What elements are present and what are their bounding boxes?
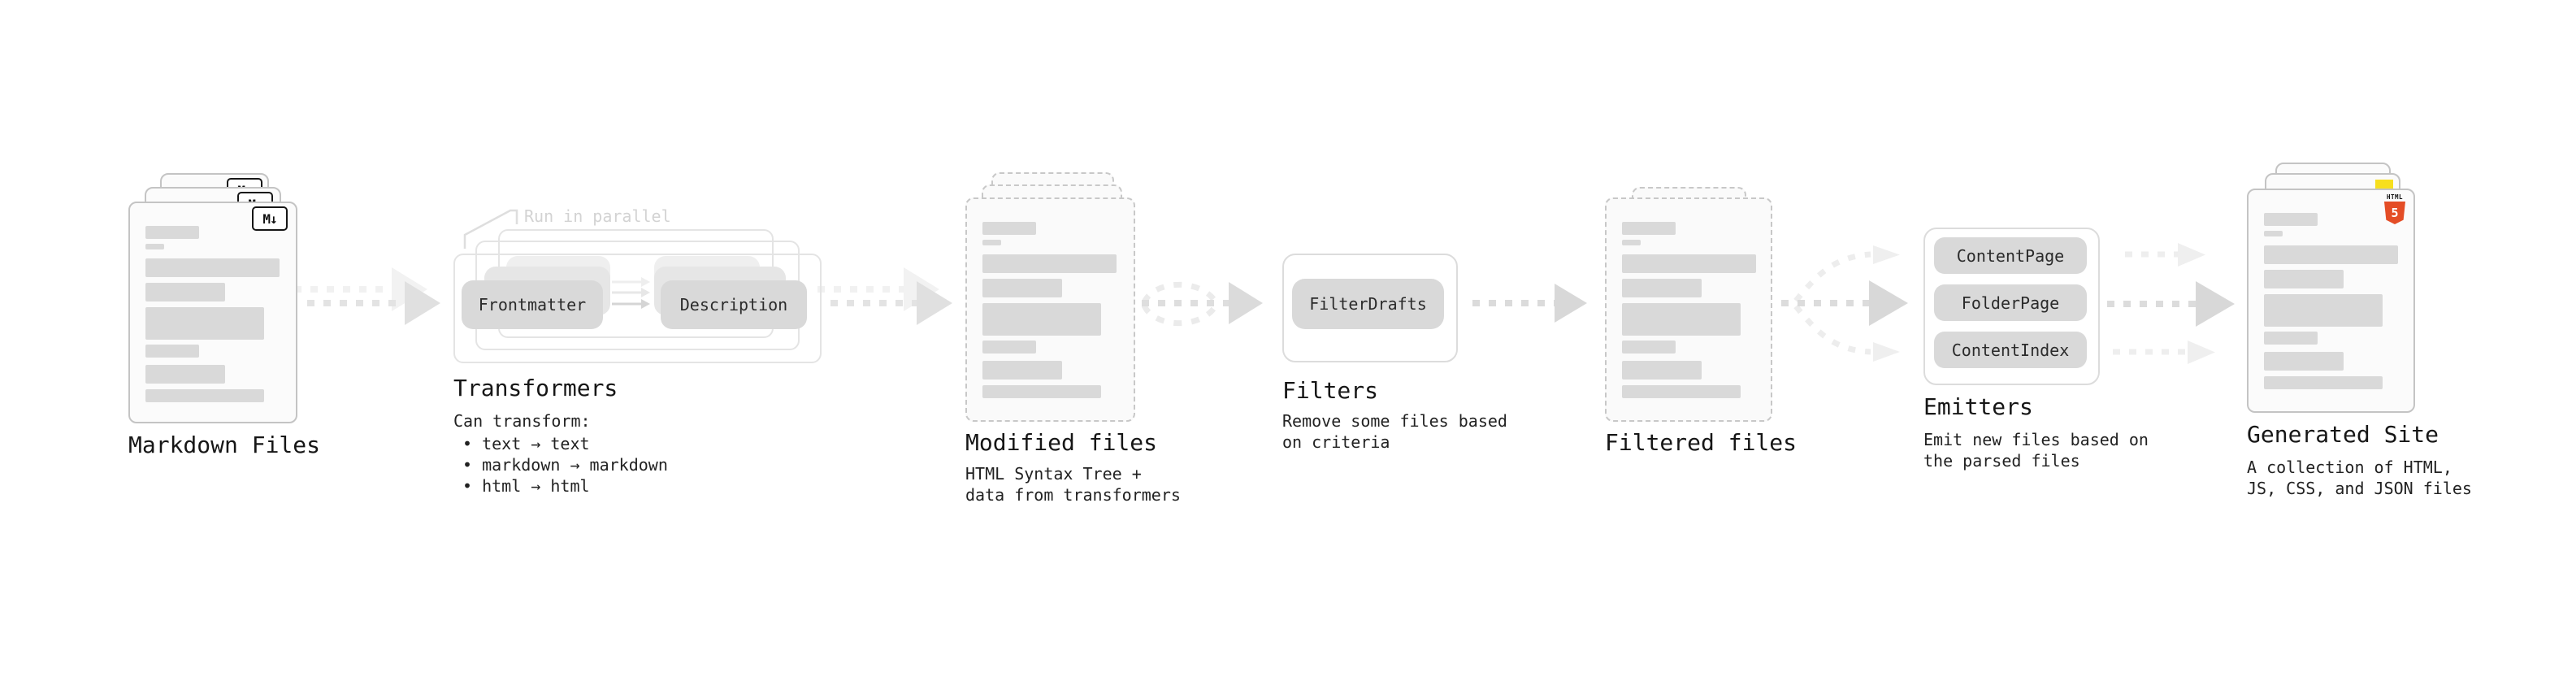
skeleton-line (145, 258, 280, 277)
skeleton-line (2264, 332, 2318, 345)
skeleton-line (982, 240, 1001, 245)
skeleton-line (982, 361, 1062, 380)
file-card-dashed (1605, 197, 1772, 422)
markdown-icon: M↓ (252, 206, 288, 231)
parallel-frame (453, 254, 822, 363)
node-label-modified-files: Modified files (965, 429, 1158, 456)
skeleton-line (145, 307, 264, 340)
arrow-filters-to-filtered (1472, 284, 1587, 323)
filter-pill-filterdrafts: FilterDrafts (1292, 279, 1444, 329)
skeleton-line (1622, 222, 1676, 235)
file-card: M↓ (128, 202, 297, 423)
skeleton-line (2264, 294, 2383, 327)
skeleton-line (145, 244, 164, 249)
node-desc-generated-site: A collection of HTML, JS, CSS, and JSON … (2247, 458, 2472, 498)
skeleton-line (1622, 254, 1756, 273)
bullet-item: • text → text (462, 434, 590, 453)
node-label-generated-site: Generated Site (2247, 421, 2439, 448)
skeleton-line (1622, 385, 1741, 398)
skeleton-line (145, 345, 199, 358)
arrows-emitters-to-generated (2107, 243, 2235, 364)
node-label-filtered-files: Filtered files (1605, 429, 1798, 456)
arrow-markdown-to-transformers (294, 267, 440, 325)
node-desc-filters: Remove some files based on criteria (1282, 411, 1507, 452)
skeleton-line (1622, 240, 1641, 245)
file-card-dashed (965, 197, 1135, 422)
node-label-transformers: Transformers (453, 375, 618, 401)
skeleton-text (982, 222, 1117, 398)
html5-icon: HTML 5 (2383, 194, 2406, 224)
annotation-leader-line (463, 209, 518, 249)
arrow-transformers-to-modified (817, 267, 952, 325)
skeleton-line (982, 254, 1117, 273)
emitter-pill-folderpage: FolderPage (1934, 284, 2087, 321)
skeleton-line (1622, 361, 1702, 380)
node-label-emitters: Emitters (1923, 393, 2033, 420)
skeleton-line (982, 303, 1101, 336)
node-label-markdown-files: Markdown Files (128, 432, 321, 458)
skeleton-line (145, 283, 225, 301)
run-in-parallel-annotation: Run in parallel (524, 206, 671, 226)
skeleton-line (145, 389, 264, 402)
bullet-item: • markdown → markdown (462, 455, 668, 475)
transform-bullet-list: • text → text • markdown → markdown • ht… (462, 433, 668, 497)
html5-icon-word: HTML (2386, 193, 2404, 201)
bullet-item: • html → html (462, 476, 590, 496)
skeleton-line (2264, 352, 2344, 371)
skeleton-line (2264, 376, 2383, 389)
file-card: HTML 5 (2247, 189, 2415, 413)
skeleton-text (145, 226, 280, 402)
node-desc-transformers-title: Can transform: (453, 411, 591, 431)
transformer-pill-description: Description (661, 280, 807, 329)
skeleton-text (2264, 213, 2398, 389)
node-desc-modified-files: HTML Syntax Tree + data from transformer… (965, 464, 1181, 505)
emitter-pill-contentpage: ContentPage (1934, 237, 2087, 274)
skeleton-line (2264, 213, 2318, 226)
transformer-inner-arrows (612, 277, 650, 309)
emitter-pill-contentindex: ContentIndex (1934, 332, 2087, 368)
js-icon (2375, 180, 2393, 189)
skeleton-line (1622, 303, 1741, 336)
arrow-filtered-to-emitters-fanout (1781, 245, 1908, 362)
transformer-pill-frontmatter: Frontmatter (462, 280, 603, 329)
skeleton-line (982, 222, 1036, 235)
skeleton-line (145, 226, 199, 239)
skeleton-line (2264, 231, 2283, 236)
skeleton-line (2264, 245, 2398, 264)
skeleton-line (145, 365, 225, 384)
skeleton-line (982, 340, 1036, 354)
skeleton-text (1622, 222, 1756, 398)
node-desc-emitters: Emit new files based on the parsed files (1923, 430, 2149, 471)
skeleton-line (1622, 279, 1702, 297)
skeleton-line (982, 279, 1062, 297)
skeleton-line (982, 385, 1101, 398)
skeleton-line (2264, 270, 2344, 288)
skeleton-line (1622, 340, 1676, 354)
node-label-filters: Filters (1282, 377, 1379, 404)
arrow-modified-to-filters (1141, 281, 1263, 327)
html5-icon-shield: 5 (2384, 202, 2405, 224)
